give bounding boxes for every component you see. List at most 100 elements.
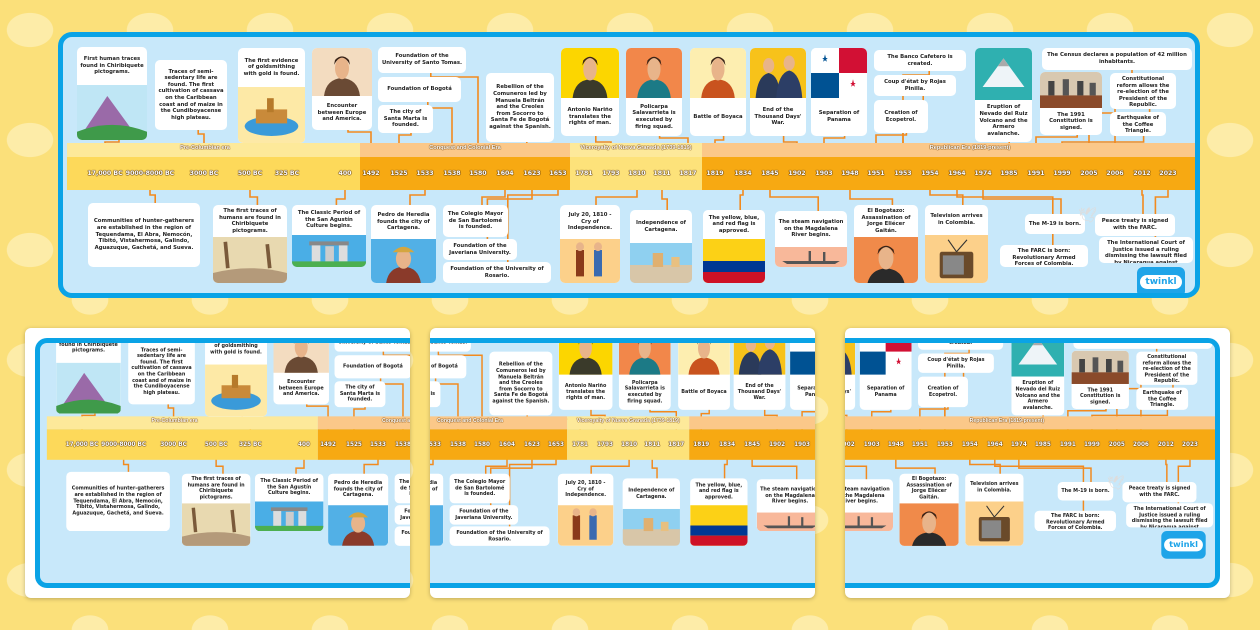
event-card: End of the Thousand Days' War. <box>845 343 856 410</box>
event-text: Eruption of Nevado del Ruiz Volcano and … <box>979 104 1028 137</box>
event-card: The yellow, blue, and red flag is approv… <box>703 210 765 283</box>
policarpa-portrait <box>626 48 682 98</box>
timeline-date: 2012 <box>1157 441 1174 448</box>
event-text: Communities of hunter-gatherers are esta… <box>71 486 165 517</box>
event-card: Creation of Ecopetrol. <box>874 100 928 133</box>
timeline-date: 325 BC <box>239 441 262 448</box>
event-card: The Banco Cafetero is created. <box>874 50 966 71</box>
event-text: Rebellion of the Comuneros led by Manuel… <box>489 84 551 131</box>
colombia-flag <box>703 239 765 283</box>
era-label: Conquest and Colonial Era <box>381 418 410 424</box>
event-card: Foundation of Bogotá <box>378 77 461 102</box>
event-card: Battle of Boyaca <box>690 48 746 136</box>
event-card: Encounter between Europe and America. <box>312 48 372 130</box>
steamship-illustration <box>775 247 847 267</box>
event-text: The FARC is born: Revolutionary Armed Fo… <box>1046 513 1105 532</box>
event-text: Antonio Nariño translates the rights of … <box>567 107 613 127</box>
event-card: Independence of Cartagena. <box>622 478 680 546</box>
timeline-date: 1954 <box>921 170 939 177</box>
panama-flag <box>811 48 867 98</box>
event-card: Traces of semi-sedentary life are found.… <box>155 60 227 130</box>
event-text: Separation of Panama <box>866 386 905 398</box>
era-band <box>689 416 815 430</box>
timeline-date: 1974 <box>1010 441 1027 448</box>
event-card: Policarpa Salavarrieta is executed by fi… <box>626 48 682 136</box>
timeline-date: 500 BC <box>204 441 228 448</box>
event-text: Eruption of Nevado del Ruiz Volcano and … <box>1015 380 1061 411</box>
event-text: Traces of semi-sedentary life are found.… <box>158 68 224 121</box>
soldiers-illustration <box>750 48 806 98</box>
event-card: End of the Thousand Days' War. <box>750 48 806 136</box>
event-card: El Bogotazo: Assassination of Jorge Elié… <box>899 473 959 546</box>
timeline-date: 1948 <box>887 441 904 448</box>
timeline-date: 1964 <box>948 170 966 177</box>
event-text: The city of Santa Marta is founded. <box>339 384 381 403</box>
event-card: Eruption of Nevado del Ruiz Volcano and … <box>1011 343 1065 416</box>
timeline-date: 1538 <box>450 441 466 448</box>
event-card: Separation of Panama <box>859 343 912 410</box>
timeline-date: 1817 <box>679 170 697 177</box>
logo-text: twinkl <box>1140 275 1182 289</box>
event-card: The steam navigation on the Magdalena Ri… <box>775 211 847 267</box>
event-text: Foundation of Bogotá <box>343 363 403 370</box>
event-text: End of the Thousand Days' War. <box>754 107 802 127</box>
timeline-date: 1533 <box>430 441 441 448</box>
event-card: The Classic Period of the San Agustín Cu… <box>292 205 366 267</box>
era-band-dates <box>360 157 570 190</box>
columbus-portrait <box>312 48 372 96</box>
volcano-illustration <box>1011 343 1065 377</box>
event-card: Foundation of the University of Rosario. <box>394 526 410 546</box>
event-text: Foundation of the Javeriana University. <box>449 242 511 256</box>
timeline-date: 1623 <box>524 441 540 448</box>
event-card: Coup d'état by Rojas Pinilla. <box>918 353 994 373</box>
event-text: Policarpa Salavarrieta is executed by fi… <box>632 103 676 130</box>
timeline-date: 9000-8000 BC <box>101 441 147 448</box>
event-text: The M-19 is born. <box>1028 220 1082 227</box>
timeline-date: 3000 BC <box>160 441 187 448</box>
event-text: Independence of Cartagena. <box>628 487 675 500</box>
heredia-portrait <box>430 505 444 546</box>
era-band <box>702 143 1195 157</box>
timeline-date: 1819 <box>693 441 710 448</box>
event-card: Antonio Nariño translates the rights of … <box>558 343 613 410</box>
timeline-date: 1492 <box>362 170 380 177</box>
constitution-photo <box>1071 350 1129 384</box>
era-label: Viceroyalty of Nueva Granada (1739-1819) <box>576 418 680 424</box>
event-card: Foundation of the University of Santo To… <box>334 343 410 352</box>
event-card: Separation of Panama <box>811 48 867 136</box>
era-label: Republican Era (1819-present) <box>929 145 1011 151</box>
timeline-date: 2006 <box>1132 441 1149 448</box>
event-text: Policarpa Salavarrieta is executed by fi… <box>624 380 665 404</box>
event-text: Traces of semi-sedentary life are found.… <box>131 347 192 396</box>
event-text: El Bogotazo: Assassination of Jorge Elié… <box>906 476 952 501</box>
timeline-date: 1653 <box>549 170 567 177</box>
event-text: Separation of Panama <box>797 386 815 398</box>
event-card: Foundation of the University of Santo To… <box>378 47 466 73</box>
era-label: Viceroyalty of Nueva Granada (1739-1819) <box>580 145 692 151</box>
event-card: The first traces of humans are found in … <box>213 205 287 283</box>
timeline-date: 1845 <box>761 170 779 177</box>
timeline-date: 2023 <box>1159 170 1177 177</box>
timeline-date: 1533 <box>370 441 386 448</box>
event-text: Creation of Ecopetrol. <box>927 385 959 398</box>
event-card: Antonio Nariño translates the rights of … <box>561 48 619 136</box>
event-text: First human traces found in Chiribiquete… <box>59 338 118 354</box>
timeline-date: 1985 <box>1000 170 1018 177</box>
event-card: Coup d'état by Rojas Pinilla. <box>874 75 956 96</box>
event-card: Foundation of the University of Santo To… <box>430 343 471 352</box>
event-card: The M-19 is born. <box>1025 214 1085 234</box>
heredia-portrait <box>371 239 436 283</box>
era-band-dates <box>567 429 690 460</box>
event-text: The 1991 Constitution is signed. <box>1080 387 1121 406</box>
event-card: Foundation of the University of Rosario. <box>443 262 551 283</box>
timeline-date: 2006 <box>1106 170 1124 177</box>
twinkl-logo: twinkl <box>1161 531 1206 559</box>
event-text: The Census declares a population of 42 m… <box>1126 338 1160 345</box>
era-band-dates <box>430 429 568 460</box>
era-band-dates <box>689 429 815 460</box>
